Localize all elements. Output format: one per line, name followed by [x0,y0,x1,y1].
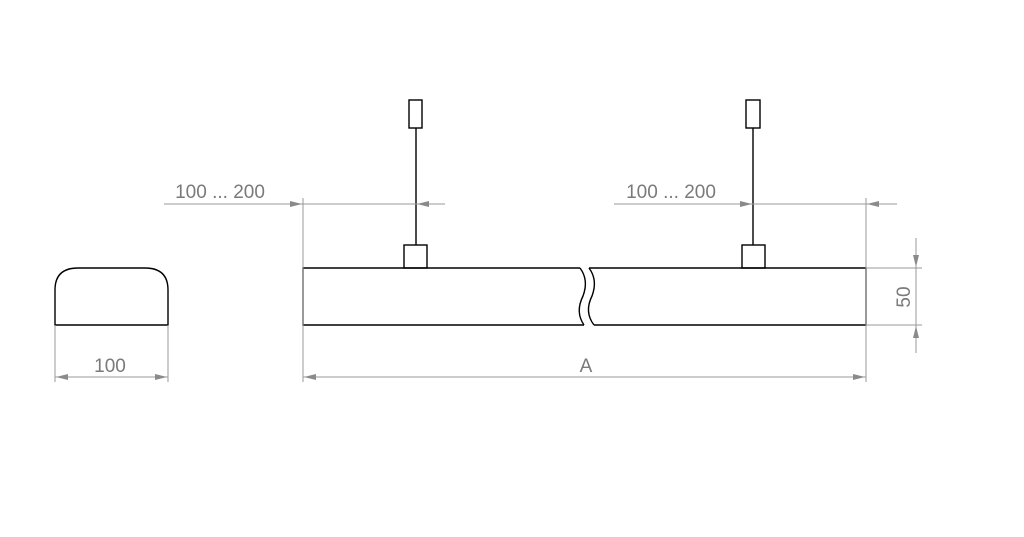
profile-width-label: 100 [94,356,126,377]
profile-cross-section [54,267,169,326]
dimension-right-suspension-offset: 100 ... 200 [614,182,897,207]
dimension-length: A [303,356,866,380]
left-suspension [403,99,428,269]
height-label: 50 [894,286,915,307]
left-offset-label: 100 ... 200 [175,182,265,203]
right-suspension [741,99,766,269]
dimension-height: 50 [866,238,922,353]
right-offset-label: 100 ... 200 [626,182,716,203]
length-label: A [580,356,593,377]
dimension-profile-width: 100 [54,325,169,382]
luminaire-body [302,267,867,326]
dimension-left-suspension-offset: 100 ... 200 [164,182,445,207]
